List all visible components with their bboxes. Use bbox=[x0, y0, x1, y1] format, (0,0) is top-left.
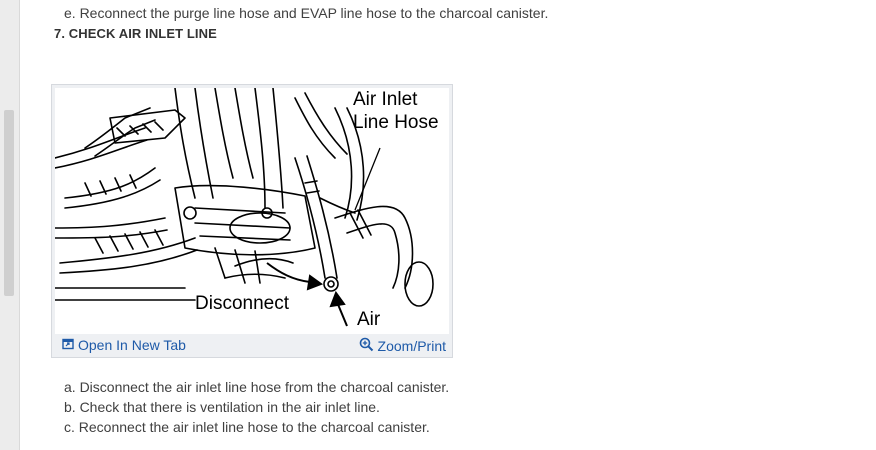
label-line-hose: Line Hose bbox=[353, 112, 439, 133]
figure-footer: Open In New Tab Zoom/Print bbox=[52, 334, 452, 357]
step-a: a. Disconnect the air inlet line hose fr… bbox=[64, 379, 450, 395]
figure-card: Air Inlet Line Hose Disconnect Air Open … bbox=[51, 84, 453, 358]
open-new-tab-icon bbox=[62, 337, 74, 353]
zoom-in-icon bbox=[359, 337, 374, 355]
open-in-new-tab-link[interactable]: Open In New Tab bbox=[62, 337, 186, 353]
zoom-print-label: Zoom/Print bbox=[377, 338, 446, 354]
section-heading: 7. CHECK AIR INLET LINE bbox=[54, 26, 217, 41]
label-air: Air bbox=[357, 309, 381, 330]
step-c: c. Reconnect the air inlet line hose to … bbox=[64, 419, 430, 435]
open-in-new-tab-label: Open In New Tab bbox=[78, 337, 186, 353]
step-b: b. Check that there is ventilation in th… bbox=[64, 399, 380, 415]
label-air-inlet: Air Inlet bbox=[353, 89, 418, 110]
zoom-print-link[interactable]: Zoom/Print bbox=[359, 337, 446, 355]
air-inlet-diagram: Air Inlet Line Hose Disconnect Air bbox=[54, 87, 449, 334]
label-disconnect: Disconnect bbox=[195, 293, 290, 314]
scrollbar-thumb[interactable] bbox=[4, 110, 14, 296]
previous-step-e: e. Reconnect the purge line hose and EVA… bbox=[64, 5, 549, 21]
left-scroll-rail bbox=[0, 0, 20, 450]
